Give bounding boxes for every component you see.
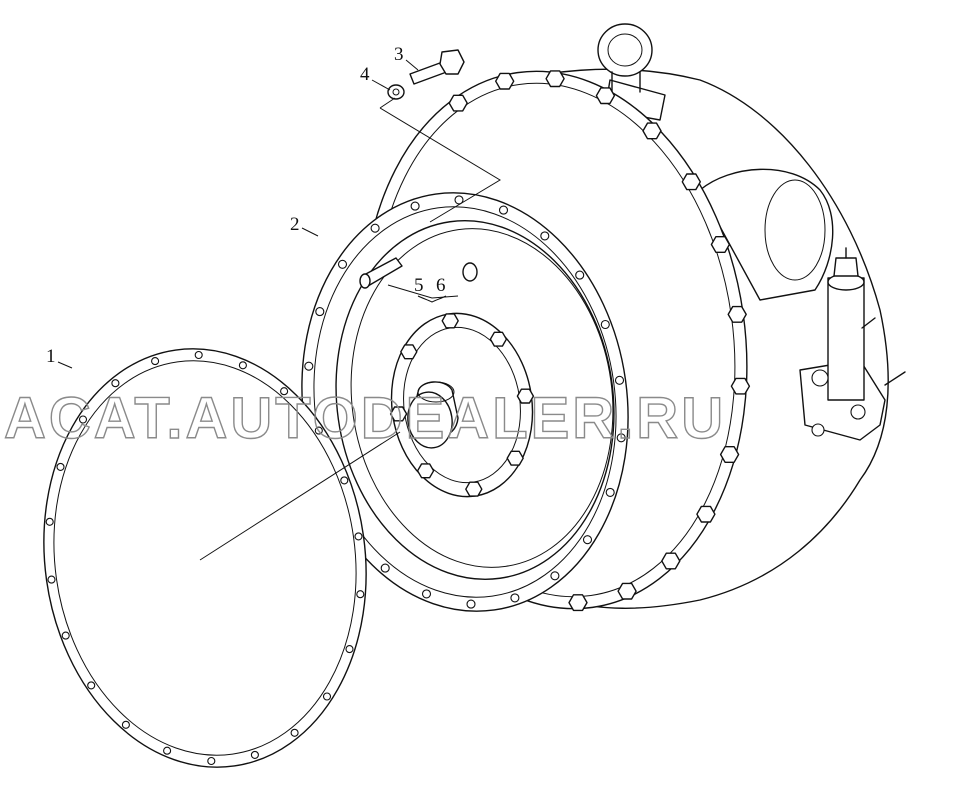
rim-bolt (642, 122, 662, 140)
ring-hole (575, 270, 585, 280)
rim-bolt (568, 594, 588, 612)
ring-hole (582, 535, 593, 545)
hub-bolt (516, 388, 535, 404)
hub-bolt (389, 406, 408, 422)
hub-bolt (465, 481, 483, 497)
gasket-hole (121, 720, 130, 729)
gasket-holes (45, 350, 365, 766)
gasket-hole (78, 415, 88, 424)
ring-hole (370, 223, 380, 233)
gasket-hole (56, 462, 65, 471)
stud-assembly (359, 257, 478, 289)
hub (389, 312, 535, 498)
hub-bolt (489, 331, 508, 347)
watermark: ACAT.AUTODEALER.RU (4, 386, 726, 451)
hub-bolt (400, 344, 418, 360)
bolt-and-washer (387, 49, 465, 100)
ring-hole (304, 361, 314, 371)
bolt-head (439, 49, 465, 75)
ring-hole (421, 589, 432, 599)
rim-bolt (696, 505, 716, 523)
callout-5: 5 (414, 275, 424, 296)
callout-6: 6 (436, 275, 446, 296)
leader-lines (57, 59, 501, 561)
ring-hole (454, 195, 464, 205)
ring-hole (605, 487, 615, 497)
gasket-hole (111, 379, 120, 388)
gasket-hole (356, 590, 365, 599)
ring-hole (540, 231, 550, 241)
lifting-eye (597, 23, 653, 77)
hub-bolt (441, 313, 459, 329)
gasket-hole (345, 645, 354, 654)
gasket-hole (238, 361, 247, 370)
gasket-hole (87, 681, 96, 690)
gasket (43, 348, 367, 768)
rim-bolt (719, 446, 740, 463)
rim-bolt (710, 235, 731, 254)
rim-bolt (495, 72, 515, 90)
gasket-hole (322, 692, 332, 701)
gasket-hole (250, 750, 259, 759)
gasket-hole (61, 631, 70, 640)
rim-bolt (595, 87, 616, 105)
rim-bolt (727, 305, 747, 323)
callout-4: 4 (360, 64, 370, 85)
rim-bolt (448, 94, 468, 112)
washer (387, 84, 405, 100)
ring-hole (510, 593, 520, 603)
rim-bolt (681, 173, 701, 191)
rim-bolt (730, 377, 751, 395)
rim-bolts (448, 70, 751, 612)
ring-hole (410, 201, 420, 211)
gasket-hole (290, 728, 299, 737)
gasket-hole (163, 746, 172, 755)
callout-3: 3 (394, 44, 404, 65)
hub-bolt (416, 463, 435, 479)
ring-hole (315, 307, 325, 317)
gasket-hole (151, 357, 160, 366)
gasket-hole (354, 532, 363, 541)
ring-hole (498, 205, 509, 215)
callout-1: 1 (46, 346, 56, 367)
rim-bolt (545, 70, 565, 88)
gasket-hole (194, 350, 203, 360)
valve-cylinder (827, 277, 865, 401)
hub-bolt (506, 450, 524, 466)
rim-bolt (617, 582, 637, 600)
hub-bolts (389, 313, 535, 497)
gasket-hole (280, 387, 289, 396)
callout-2: 2 (290, 214, 300, 235)
gasket-hole (314, 426, 323, 435)
gasket-hole (340, 476, 349, 485)
gasket-hole (47, 575, 56, 584)
gasket-hole (207, 756, 216, 766)
output-flange (699, 168, 834, 301)
gasket-hole (45, 517, 54, 526)
ring-hole (466, 599, 476, 609)
ring-hole (614, 375, 625, 385)
ring-hole (380, 563, 390, 573)
ring-hole (616, 433, 626, 443)
callout-labels: 1 2 3 4 5 6 (46, 44, 446, 367)
ring-hole (550, 571, 560, 581)
ring-hole (600, 319, 610, 330)
rim-bolt (661, 552, 681, 570)
ring-hole (337, 259, 348, 269)
